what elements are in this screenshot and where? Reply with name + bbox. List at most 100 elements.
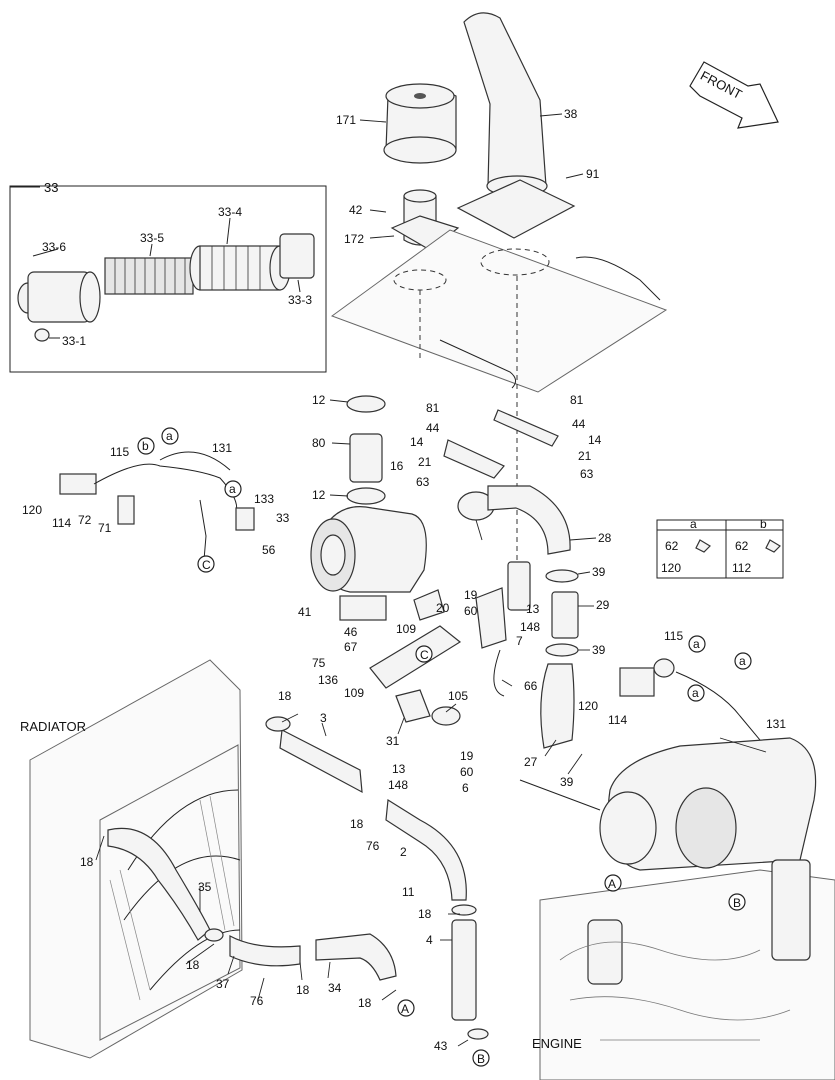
part-39-top: 39 [592, 565, 606, 579]
part-136: 136 [318, 673, 338, 687]
part-14-right: 14 [588, 433, 602, 447]
part-18-radiator-left: 18 [80, 855, 94, 869]
legend-b-62: 62 [735, 539, 749, 553]
part-109-upper: 109 [396, 622, 416, 636]
engine [519, 737, 835, 1080]
part-63-left: 63 [416, 475, 430, 489]
part-39-lower: 39 [560, 775, 574, 789]
part-60-upper: 60 [464, 604, 478, 618]
callout-a-right-2 [734, 652, 752, 670]
callout-a-right-3 [687, 684, 705, 702]
part-109-lower: 109 [344, 686, 364, 700]
part-18-radiator-top: 18 [278, 689, 292, 703]
part-31: 31 [386, 734, 400, 748]
part-7: 7 [516, 634, 523, 648]
part-41: 41 [298, 605, 312, 619]
legend-col-a: a [690, 517, 697, 531]
part-120-right: 120 [578, 699, 598, 713]
part-27: 27 [524, 755, 538, 769]
part-number-labels: 171 38 91 42 172 12 80 12 81 44 14 21 63… [22, 107, 786, 1053]
part-80: 80 [312, 436, 326, 450]
leader-lines [95, 113, 767, 1047]
part-18-mid: 18 [350, 817, 364, 831]
callout-a-wiring-1-text: a [166, 429, 173, 443]
part-171: 171 [336, 113, 356, 127]
part-14-left: 14 [410, 435, 424, 449]
callout-A-engine-text: A [608, 877, 616, 891]
part-114-left: 114 [52, 516, 71, 530]
part-60-lower: 60 [460, 765, 474, 779]
part-37: 37 [216, 977, 230, 991]
inset-air-cleaner-box: 33 33-6 33-5 33-4 33-3 33-1 [9, 180, 327, 373]
part-44-right: 44 [572, 417, 586, 431]
part-76-mid: 76 [366, 839, 380, 853]
part-120-left: 120 [22, 503, 42, 517]
callout-C-wiring-text: C [202, 558, 211, 572]
part-12-mid: 12 [312, 488, 326, 502]
part-20: 20 [436, 601, 450, 615]
wiring-harness-left [59, 451, 255, 561]
part-63-right: 63 [580, 467, 594, 481]
callout-A-hose [397, 999, 415, 1017]
engine-label: ENGINE [532, 1036, 582, 1051]
callout-B-hose [472, 1049, 490, 1067]
part-67: 67 [344, 640, 358, 654]
part-6: 6 [462, 781, 469, 795]
part-114-right: 114 [608, 713, 627, 727]
callout-b-wiring [137, 437, 155, 455]
part-131-left: 131 [212, 441, 232, 455]
part-19-lower: 19 [460, 749, 474, 763]
part-105: 105 [448, 689, 468, 703]
inset-title: 33 [44, 180, 58, 195]
part-18-hose-a: 18 [358, 996, 372, 1010]
part-56: 56 [262, 543, 276, 557]
callout-C-wiring [197, 555, 215, 573]
part-18-radiator-low: 18 [186, 958, 200, 972]
legend-box: a b 62 120 62 112 [656, 517, 784, 579]
part-115-right: 115 [664, 629, 683, 643]
callout-a-right-1 [688, 635, 706, 653]
part-18-hose-b: 18 [418, 907, 432, 921]
callout-a-wiring-2 [224, 480, 242, 498]
wiring-harness-right [619, 658, 771, 753]
legend-a-120: 120 [661, 561, 681, 575]
callout-a-right-2-text: a [739, 654, 746, 668]
radiator-hoses [107, 716, 489, 1040]
part-115-left: 115 [110, 445, 129, 459]
part-28: 28 [598, 531, 612, 545]
callout-A-hose-text: A [401, 1002, 409, 1016]
callout-a-right-3-text: a [692, 686, 699, 700]
part-35: 35 [198, 880, 212, 894]
top-assembly [330, 12, 668, 560]
part-172: 172 [344, 232, 364, 246]
part-12-top: 12 [312, 393, 326, 407]
callout-b-wiring-text: b [142, 439, 149, 453]
part-91: 91 [586, 167, 600, 181]
inset-label-33-4: 33-4 [218, 205, 242, 219]
part-29: 29 [596, 598, 610, 612]
part-21-right: 21 [578, 449, 592, 463]
front-arrow: FRONT [689, 61, 779, 129]
part-148-upper: 148 [520, 620, 540, 634]
part-43: 43 [434, 1039, 448, 1053]
callout-C-bracket [415, 645, 433, 663]
callout-a-wiring-1 [161, 427, 179, 445]
part-148-lower: 148 [388, 778, 408, 792]
part-39-mid: 39 [592, 643, 606, 657]
callout-B-hose-text: B [477, 1052, 485, 1066]
part-3: 3 [320, 711, 327, 725]
part-81-right: 81 [570, 393, 584, 407]
part-19-upper: 19 [464, 588, 478, 602]
part-133: 133 [254, 492, 274, 506]
part-13-lower: 13 [392, 762, 406, 776]
part-81-left: 81 [426, 401, 440, 415]
part-11: 11 [402, 885, 415, 899]
callout-a-wiring-2-text: a [229, 482, 236, 496]
part-131-right: 131 [766, 717, 786, 731]
part-76-low: 76 [250, 994, 264, 1008]
part-2: 2 [400, 845, 407, 859]
inset-label-33-5: 33-5 [140, 231, 164, 245]
part-16: 16 [390, 459, 404, 473]
